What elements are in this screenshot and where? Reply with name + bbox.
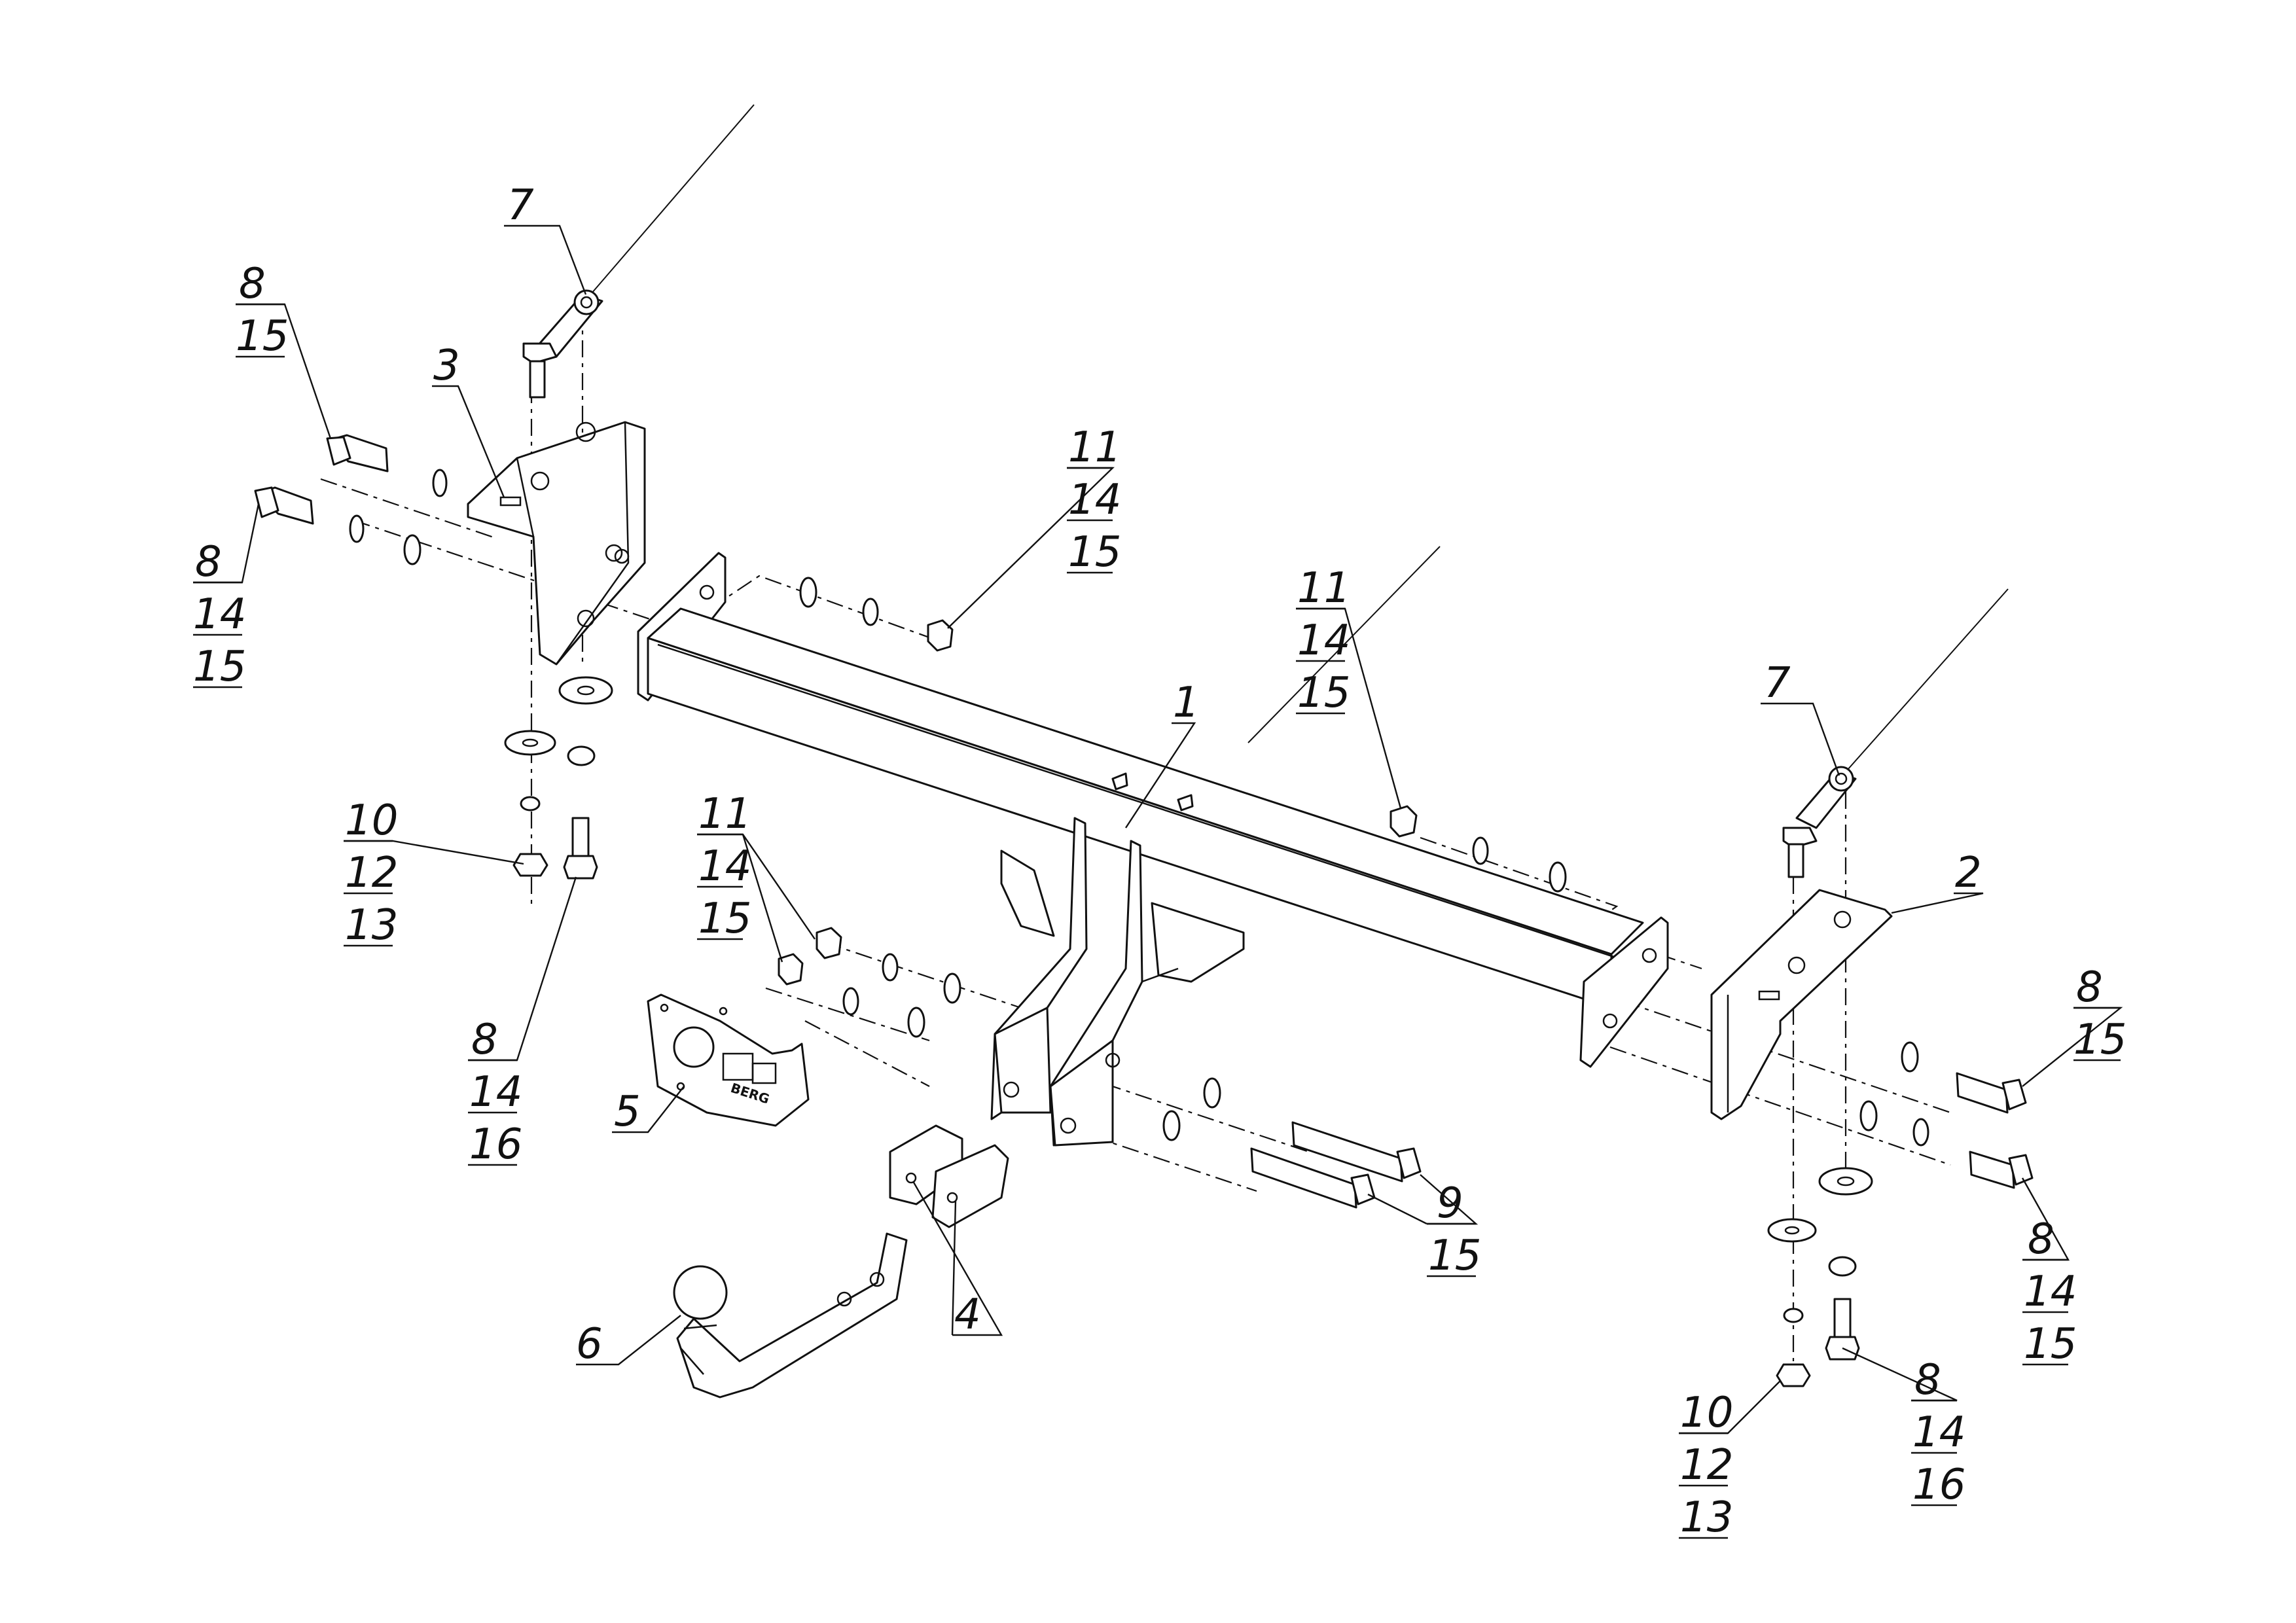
callout-text: 13	[1680, 1493, 1733, 1542]
callout-text: 9	[1437, 1179, 1463, 1228]
right-bolts-washers	[1767, 1041, 2034, 1387]
callout-8-15-right: 8 15	[2073, 963, 2126, 1064]
callout-text: 13	[345, 901, 398, 950]
callout-text: 15	[236, 312, 289, 361]
callout-10-12-13-left: 10 12 13	[344, 796, 398, 950]
callout-4: 4	[954, 1291, 981, 1339]
callout-text: 15	[193, 643, 246, 691]
part-4-plates	[889, 1124, 1009, 1228]
callout-text: 1	[1173, 679, 1200, 727]
part-11-nuts-washers	[778, 577, 1567, 1038]
callout-text: 14	[1912, 1408, 1965, 1457]
callout-9-15: 9 15	[1427, 1179, 1481, 1280]
callout-11-14-15-top: 11 14 15	[1067, 423, 1121, 577]
callout-text: 8	[195, 538, 222, 586]
callout-text: 6	[576, 1320, 603, 1368]
callout-text: 4	[954, 1291, 981, 1339]
callout-5: 5	[614, 1088, 641, 1136]
callout-text: 8	[2076, 963, 2103, 1012]
part-9-pins	[1162, 1077, 1422, 1209]
part-7-left-clamp	[522, 289, 603, 399]
callout-text: 11	[698, 790, 751, 838]
callout-text: 15	[698, 895, 751, 943]
callout-text: 15	[2024, 1320, 2077, 1368]
callout-text: 2	[1955, 849, 1982, 897]
callout-text: 12	[345, 849, 398, 897]
part-5-socket-plate: BERG	[647, 993, 810, 1127]
callout-text: 16	[469, 1120, 522, 1169]
callout-text: 3	[433, 342, 460, 390]
callout-1: 1	[1173, 679, 1200, 727]
left-bolts-washers	[254, 434, 613, 880]
callout-labels: 7 8 15 3 8 14 15 11 14 15	[193, 181, 2126, 1542]
callout-7-right: 7	[1764, 659, 1791, 707]
part-2-right-bracket	[1710, 889, 1893, 1120]
callout-8-14-15-left: 8 14 15	[193, 538, 246, 691]
callout-text: 14	[1297, 616, 1350, 665]
callout-11-14-15-lower: 11 14 15	[697, 790, 751, 943]
callout-text: 8	[1914, 1356, 1941, 1404]
callout-2: 2	[1955, 849, 1982, 897]
assembly-axes	[320, 308, 1951, 1361]
callout-text: 10	[345, 796, 398, 845]
callout-text: 7	[507, 181, 534, 230]
callout-10-12-13-right: 10 12 13	[1679, 1389, 1733, 1542]
callout-text: 10	[1680, 1389, 1733, 1437]
callout-text: 7	[1764, 659, 1791, 707]
callout-text: 15	[2073, 1016, 2126, 1064]
callout-text: 15	[1428, 1232, 1481, 1280]
part-3-left-bracket	[467, 421, 646, 666]
callout-8-15-top-left: 8 15	[236, 260, 289, 361]
callout-8-14-16-right: 8 14 16	[1911, 1356, 1965, 1509]
callout-text: 15	[1297, 669, 1350, 717]
wire-cables	[587, 104, 2009, 776]
callout-text: 12	[1680, 1441, 1733, 1489]
callout-8-14-15-right: 8 14 15	[2022, 1215, 2077, 1368]
callout-8-14-16-left: 8 14 16	[468, 1016, 522, 1169]
callout-text: 14	[193, 590, 246, 639]
callout-text: 8	[239, 260, 266, 308]
callout-text: 14	[469, 1068, 522, 1116]
callout-text: 15	[1068, 528, 1121, 577]
callout-text: 11	[1297, 564, 1350, 613]
part-6-tow-ball	[673, 1232, 908, 1399]
part-7-right-clamp	[1782, 766, 1857, 878]
callout-text: 14	[698, 842, 751, 891]
callout-3: 3	[433, 342, 460, 390]
callout-text: 5	[614, 1088, 641, 1136]
callout-text: 8	[471, 1016, 498, 1064]
callout-text: 14	[1068, 476, 1121, 524]
callout-text: 14	[2024, 1268, 2077, 1316]
callout-text: 11	[1068, 423, 1121, 472]
callout-6: 6	[576, 1320, 603, 1368]
callout-7-left: 7	[507, 181, 534, 230]
callout-text: 8	[2028, 1215, 2054, 1264]
callout-text: 16	[1912, 1461, 1965, 1509]
callout-11-14-15-right: 11 14 15	[1296, 564, 1350, 717]
